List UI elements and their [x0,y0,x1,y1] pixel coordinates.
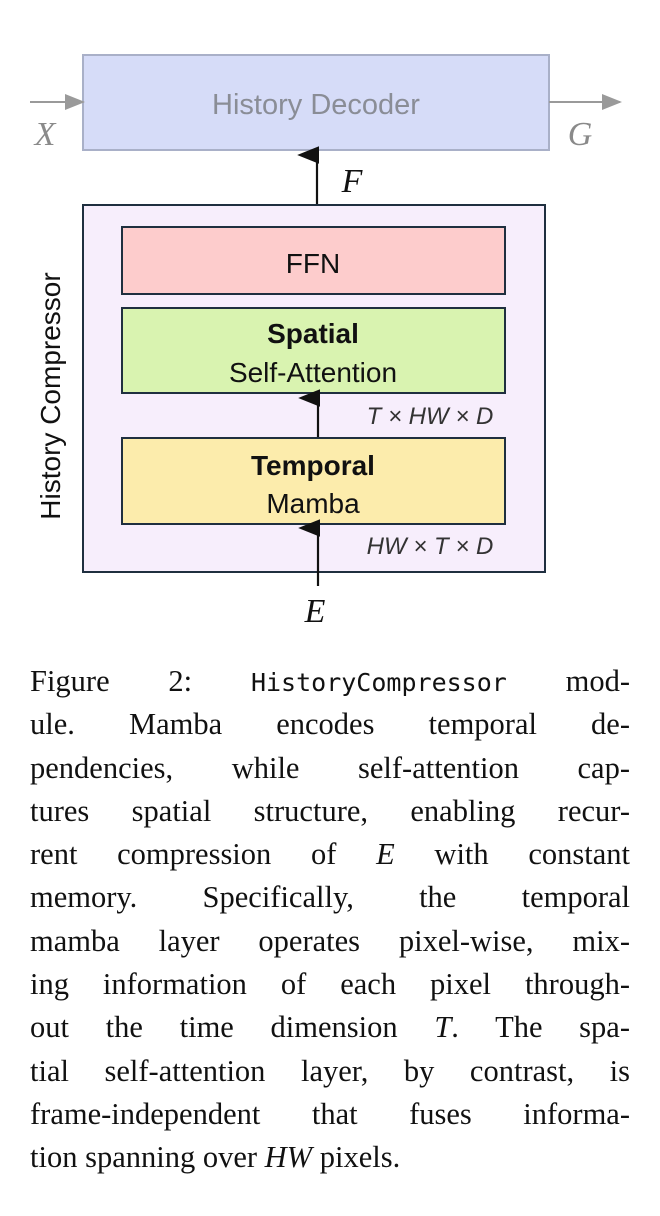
caption-line: tial self-attention layer, by contrast, … [30,1050,630,1093]
spatial-title: Spatial [267,318,359,349]
caption-text: T [434,1010,452,1045]
ffn-box [121,226,506,295]
decoder-output-label: G [568,116,593,153]
caption-text: memory. Specifically, the temporal [30,880,630,915]
caption-text: pendencies, while self-attention cap- [30,750,630,785]
history-compressor-diagram: History Decoder X G F History Compressor… [30,54,622,630]
temporal-mamba-box [121,437,506,525]
caption-text: ing information of each pixel through- [30,967,630,1002]
caption-text: tion spanning over [30,1140,265,1175]
temporal-subtitle: Mamba [266,488,360,519]
caption-text: rent compression of [30,837,377,872]
spatial-dims: T × HW × D [367,403,494,430]
spatial-subtitle: Self-Attention [229,357,397,388]
history-decoder-label: History Decoder [212,89,420,121]
figure-caption: Figure 2: HistoryCompressor mod-ule. Mam… [30,660,630,1180]
temporal-title: Temporal [251,450,375,481]
caption-text: pixels. [312,1140,401,1175]
caption-line: tures spatial structure, enabling recur- [30,790,630,833]
caption-text: mamba layer operates pixel-wise, mix- [30,923,630,958]
history-compressor: History Compressor FFN Spatial Self-Atte… [35,204,546,573]
caption-text: HistoryCompressor [250,668,507,697]
caption-text: E [376,837,395,872]
temporal-dims: HW × T × D [367,533,494,560]
compressor-output-label: F [341,163,364,200]
caption-text: with constant [394,837,630,872]
caption-text: out the time dimension [30,1010,435,1045]
history-compressor-label: History Compressor [35,272,66,519]
caption-line: mamba layer operates pixel-wise, mix- [30,920,630,963]
caption-text: . The spa- [451,1010,630,1045]
caption-line: pendencies, while self-attention cap- [30,747,630,790]
caption-text: frame-independent that fuses informa- [30,1096,630,1131]
caption-line: ule. Mamba encodes temporal de- [30,703,630,746]
history-decoder: History Decoder [82,54,550,151]
caption-line: frame-independent that fuses informa- [30,1093,630,1136]
caption-line: Figure 2: HistoryCompressor mod- [30,660,630,703]
history-decoder-box [82,54,550,151]
caption-text: HW [264,1140,313,1175]
caption-line: out the time dimension T. The spa- [30,1006,630,1049]
caption-line: memory. Specifically, the temporal [30,876,630,919]
decoder-input-label: X [33,116,57,153]
caption-line: tion spanning over HW pixels. [30,1136,630,1179]
caption-text: mod- [506,664,631,698]
caption-text: tures spatial structure, enabling recur- [30,793,630,828]
compressor-input-label: E [304,593,326,630]
caption-line: rent compression of E with constant [30,833,630,876]
caption-line: ing information of each pixel through- [30,963,630,1006]
caption-text: ule. Mamba encodes temporal de- [30,707,630,742]
caption-text: tial self-attention layer, by contrast, … [30,1053,630,1088]
caption-text: Figure 2: [30,664,251,698]
ffn-label: FFN [286,248,340,279]
